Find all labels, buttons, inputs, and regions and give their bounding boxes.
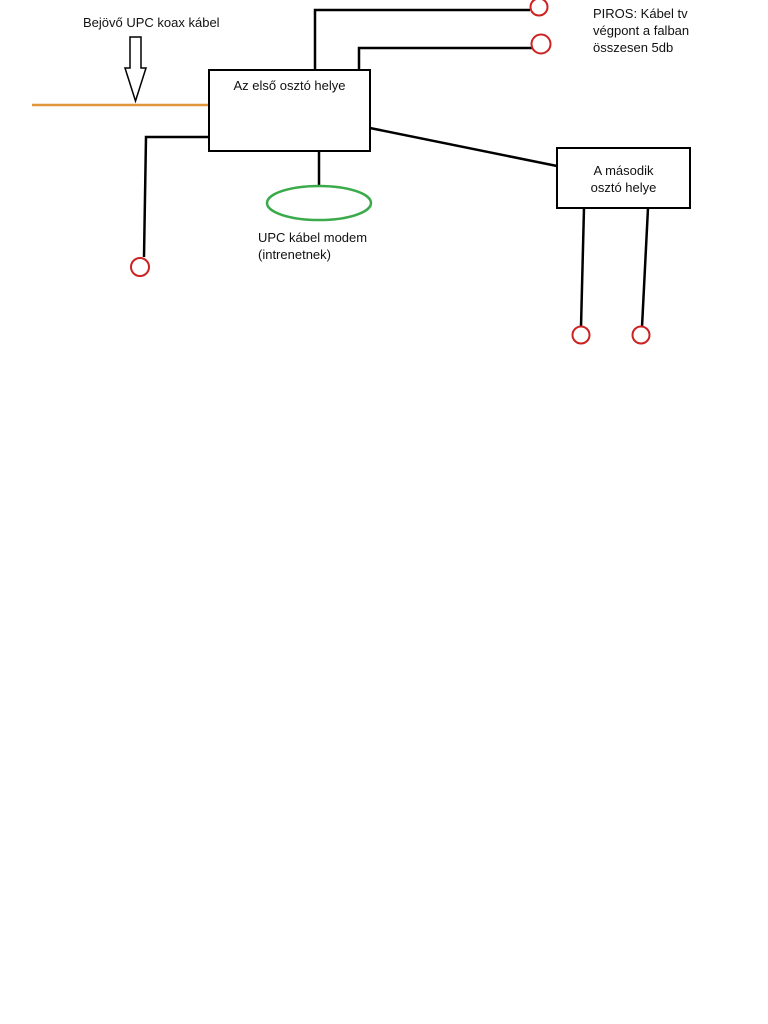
endpoint-bottom-2: [631, 325, 651, 345]
second-splitter-label-line-1: A második: [593, 163, 654, 178]
modem-label-line-2: (intrenetnek): [258, 247, 331, 262]
first-splitter-label: Az első osztó helye: [233, 78, 346, 93]
endpoint-top-2: [530, 33, 552, 55]
wire-second-right: [640, 207, 650, 328]
cable-modem: [265, 184, 373, 222]
endpoint-top-1: [529, 0, 549, 17]
legend-line-3: összesen 5db: [593, 40, 674, 55]
modem-label-line-1: UPC kábel modem: [258, 230, 368, 245]
incoming-cable-label: Bejövő UPC koax kábel: [83, 15, 220, 30]
legend-line-2: végpont a falban: [593, 23, 690, 38]
wire-to-second-splitter: [369, 126, 558, 168]
wire-left-down: [142, 135, 209, 258]
incoming-arrow-icon: [123, 36, 148, 104]
endpoint-bottom-1: [571, 325, 591, 345]
endpoint-left: [130, 257, 150, 277]
wire-top-right-1: [313, 8, 530, 70]
second-splitter-label: A második osztó helye: [557, 162, 690, 196]
modem-label: UPC kábel modem (intrenetnek): [258, 229, 367, 263]
second-splitter-label-line-2: osztó helye: [590, 180, 657, 195]
first-splitter-box: [208, 69, 371, 152]
wire-second-left: [579, 207, 586, 328]
second-splitter-box: [556, 147, 691, 209]
wire-top-right-2: [357, 46, 533, 70]
legend-note: PIROS: Kábel tv végpont a falban összese…: [593, 5, 689, 56]
legend-line-1: PIROS: Kábel tv: [593, 6, 688, 21]
